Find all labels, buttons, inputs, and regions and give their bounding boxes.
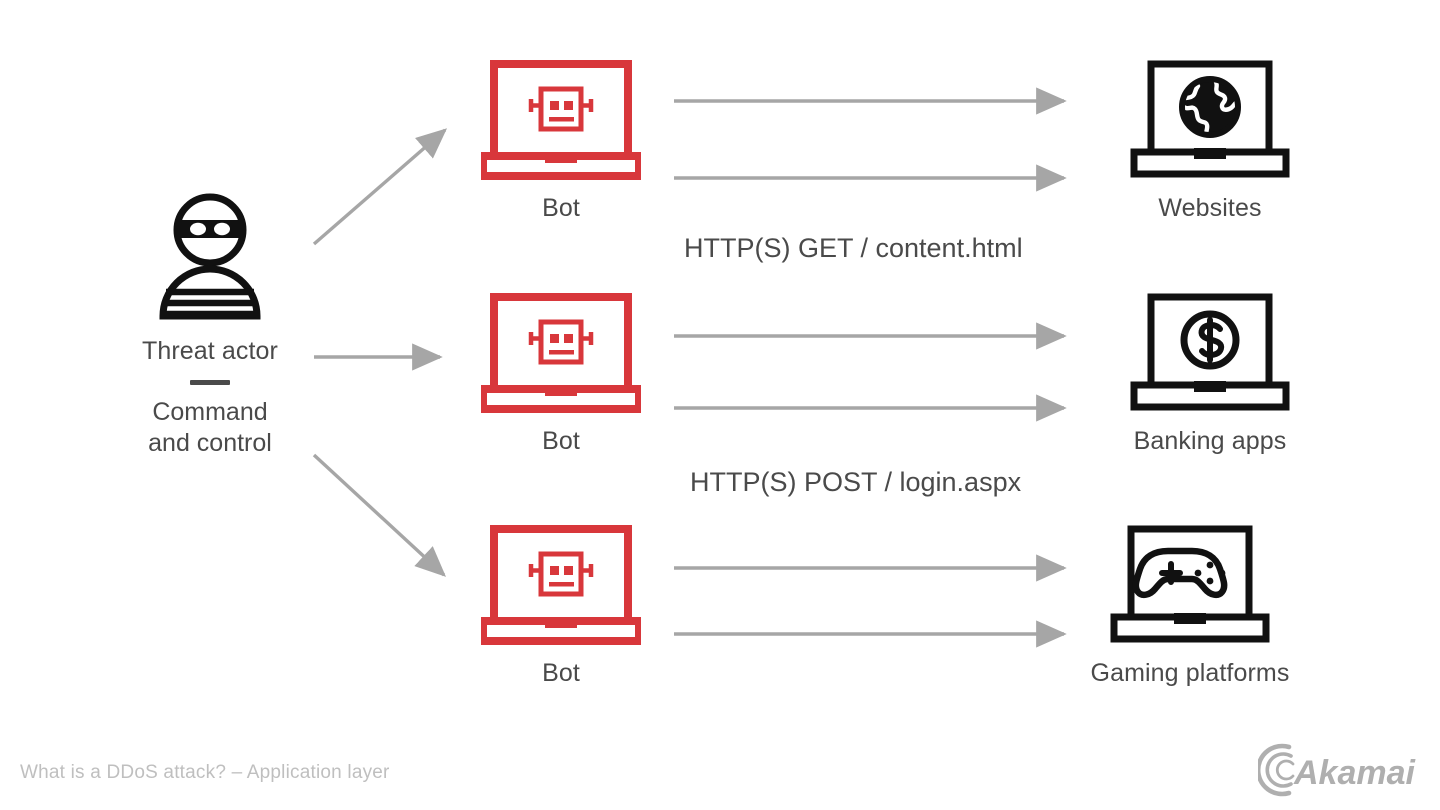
bot-laptop-icon: [479, 60, 643, 185]
arrow-c2-to-bot-3: [312, 453, 446, 577]
target-node-websites: Websites: [1110, 60, 1310, 223]
arrow-c2-to-bot-1: [312, 128, 448, 246]
bot-label-1: Bot: [542, 194, 580, 222]
globe-laptop-icon: [1110, 60, 1310, 185]
bot-label-3: Bot: [542, 659, 580, 687]
bot-node-1: Bot: [479, 60, 643, 223]
footer-caption: What is a DDoS attack? – Application lay…: [20, 762, 390, 783]
bot-node-3: Bot: [479, 525, 643, 688]
command-and-control-label: Command and control: [148, 398, 272, 457]
akamai-logo-text: Akamai: [1293, 754, 1417, 792]
target-label-gaming: Gaming platforms: [1090, 659, 1290, 687]
dollar-laptop-icon: [1110, 293, 1310, 418]
protocol-label-post: HTTP(S) POST / login.aspx: [690, 467, 1022, 497]
threat-actor-node: Threat actor Command and control: [110, 190, 310, 459]
label-divider: [190, 380, 230, 385]
target-label-websites: Websites: [1158, 194, 1262, 222]
threat-actor-label: Threat actor: [142, 337, 278, 365]
protocol-label-get: HTTP(S) GET / content.html: [684, 233, 1023, 263]
bot-node-2: Bot: [479, 293, 643, 456]
gamepad-laptop-icon: [1070, 525, 1310, 650]
bot-laptop-icon: [479, 525, 643, 650]
akamai-logo: Akamai: [1258, 743, 1417, 797]
bot-laptop-icon: [479, 293, 643, 418]
bot-label-2: Bot: [542, 427, 580, 455]
target-node-gaming: Gaming platforms: [1090, 525, 1290, 688]
target-label-banking: Banking apps: [1133, 427, 1287, 455]
masked-burglar-icon: [154, 190, 266, 325]
target-node-banking: Banking apps: [1110, 293, 1310, 456]
